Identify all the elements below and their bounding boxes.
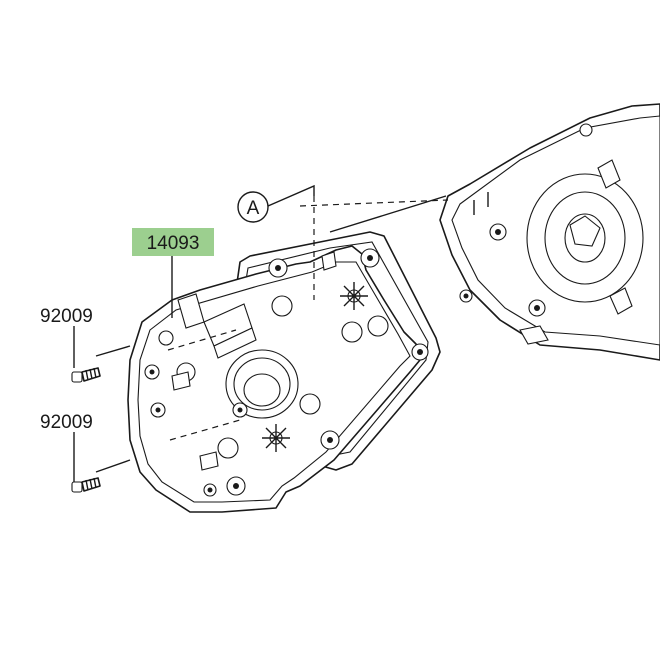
reference-callout-letter: A (247, 198, 260, 219)
part-number-14093: 14093 (147, 233, 200, 254)
part-number-screw-upper: 92009 (40, 306, 93, 327)
assembly-lines (95, 195, 449, 473)
reference-callout: A (237, 191, 269, 223)
screw-upper (71, 367, 101, 383)
part-number-highlighted: 14093 (132, 228, 214, 256)
screw-lower (71, 477, 101, 493)
star-boss-lower (262, 424, 290, 452)
meter-cover-lower (127, 245, 429, 513)
leader-lines (73, 184, 315, 482)
part-number-highlight-box (132, 228, 214, 256)
reference-callout-circle (237, 191, 269, 223)
star-boss-upper (340, 282, 368, 310)
meter-housing (439, 103, 660, 361)
part-number-screw-lower: 92009 (40, 412, 93, 433)
